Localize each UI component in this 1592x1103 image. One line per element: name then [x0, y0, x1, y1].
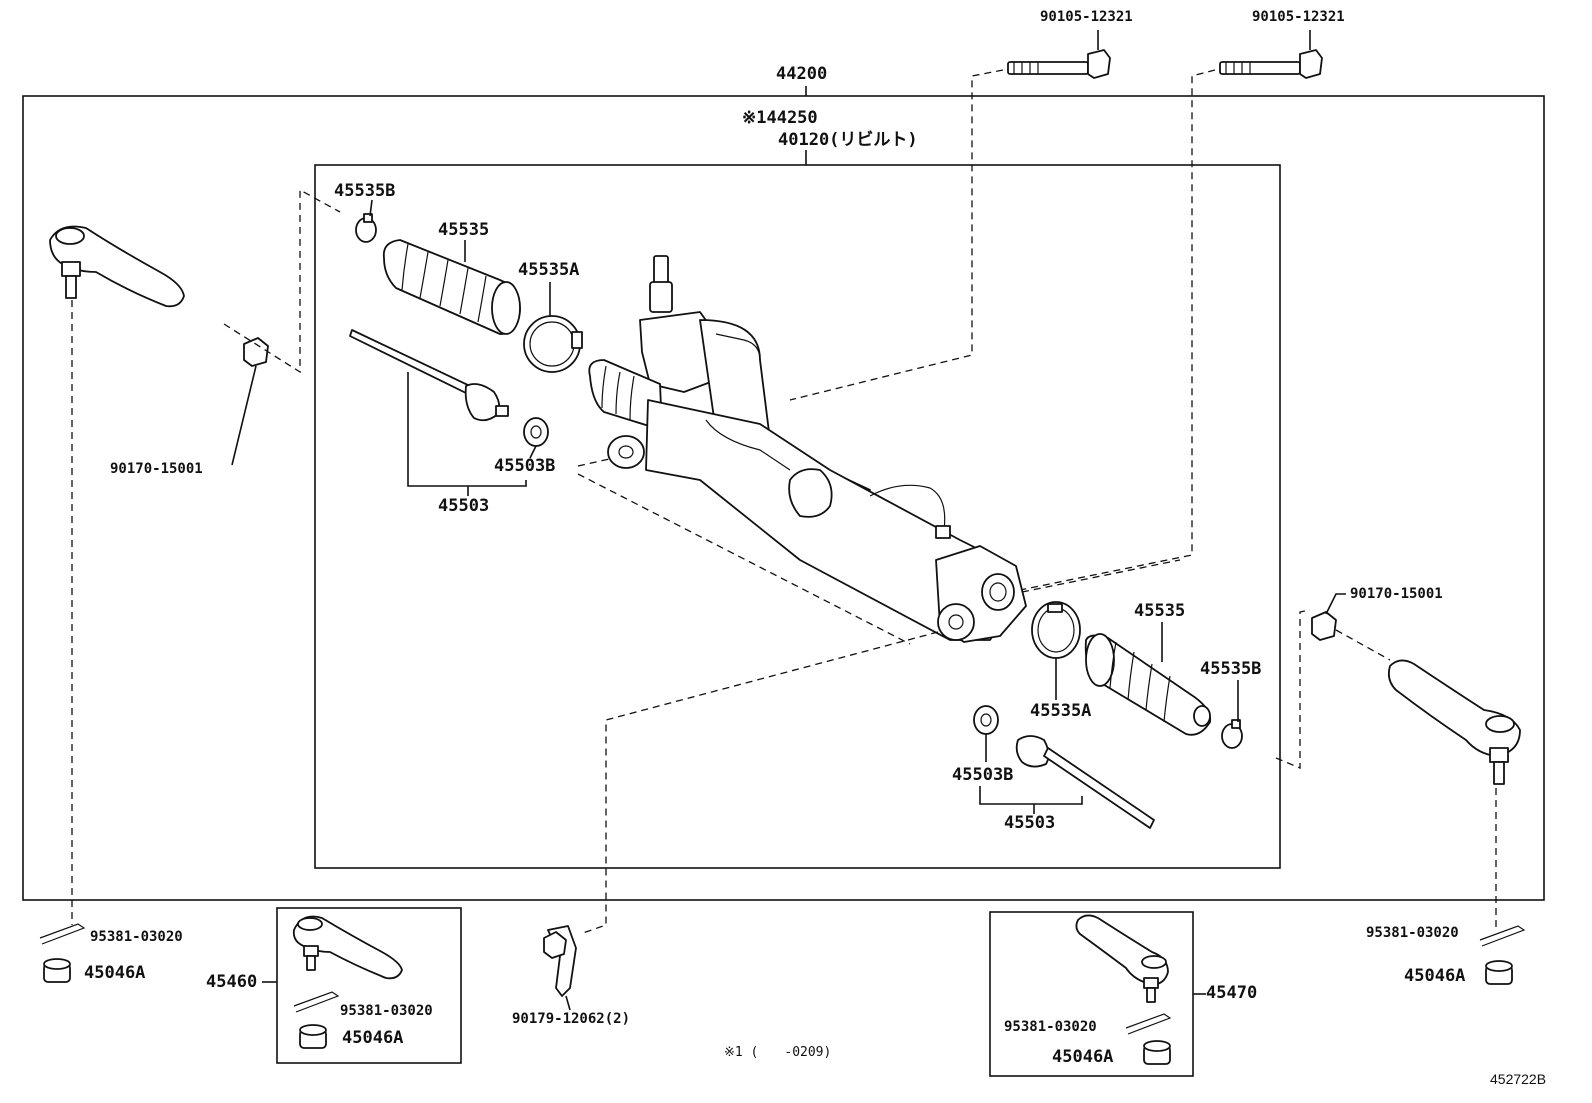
label-cap-bl: 45046A	[84, 963, 146, 983]
label-assy-sub1: ※144250	[742, 108, 818, 128]
label-cap-kit-right: 45046A	[1052, 1047, 1114, 1067]
label-clamp-small-br: 45535B	[1200, 659, 1262, 679]
dash-washer-tl	[577, 457, 615, 467]
dash-right-end2	[1335, 629, 1391, 661]
boot-br-icon	[1084, 633, 1212, 736]
inner-tie-rod-tl-icon	[349, 329, 509, 422]
cotter-pin-kit-right-icon	[1125, 1013, 1172, 1035]
label-tieend-left-kit: 45460	[206, 972, 258, 992]
clamp-small-tl-icon	[355, 213, 377, 243]
castle-cap-br-icon	[1485, 960, 1513, 985]
cotter-pin-kit-left-icon	[293, 991, 340, 1013]
clamp-tl-icon	[523, 315, 583, 373]
dash-rack-right	[1021, 559, 1181, 593]
label-tieend-right-kit: 45470	[1206, 983, 1258, 1003]
dash-bolt-right	[1019, 69, 1216, 591]
cotter-pin-bl-icon	[39, 923, 86, 945]
castle-cap-kit-left-icon	[299, 1024, 327, 1049]
dash-right-end	[1275, 609, 1311, 769]
label-boot-br: 45535	[1134, 601, 1186, 621]
leader-nut-right	[1325, 593, 1346, 615]
label-rod-tl: 45503	[438, 496, 490, 516]
label-pin-kit-right: 95381-03020	[1004, 1019, 1097, 1035]
label-nut-left: 90170-15001	[110, 461, 203, 477]
tie-rod-end-right-icon	[1387, 659, 1521, 785]
bracket-bolt-icon	[543, 925, 577, 997]
dash-left-end	[223, 188, 341, 374]
tie-rod-end-left-icon	[49, 225, 185, 308]
bolt-right-icon	[1219, 49, 1323, 79]
label-washer-br: 45503B	[952, 765, 1014, 785]
castle-cap-bl-icon	[43, 958, 71, 983]
label-pin-br: 95381-03020	[1366, 925, 1459, 941]
label-cap-kit-left: 45046A	[342, 1028, 404, 1048]
cotter-pin-br-icon	[1479, 925, 1526, 947]
washer-br-icon	[973, 705, 999, 735]
boot-tl-icon	[382, 239, 521, 335]
nut-left-icon	[243, 337, 269, 367]
label-boot-tl: 45535	[438, 220, 490, 240]
label-clamp-tl: 45535A	[518, 260, 580, 280]
bracket-rod-tl	[407, 372, 527, 487]
inner-frame	[314, 164, 1281, 869]
label-assy-sub2: 40120(リビルト)	[778, 130, 918, 150]
clamp-small-br-icon	[1221, 719, 1243, 749]
label-note: ※1 ( -0209)	[724, 1045, 832, 1060]
inner-tie-rod-br-icon	[1015, 735, 1155, 829]
nut-right-icon	[1311, 611, 1337, 641]
washer-tl-icon	[523, 417, 549, 447]
label-assy: 44200	[776, 64, 828, 84]
dash-rack-center	[577, 473, 911, 645]
label-washer-tl: 45503B	[494, 456, 556, 476]
tie-rod-end-kit-left-icon	[292, 915, 403, 980]
left-kit-frame	[276, 907, 462, 1064]
label-bracket: 90179-12062(2)	[512, 1011, 631, 1027]
leader-clamp-small-tl	[369, 199, 373, 217]
label-cap-br: 45046A	[1404, 966, 1466, 986]
tie-rod-end-kit-right-icon	[1075, 914, 1169, 1003]
steering-gear-icon	[588, 255, 1027, 643]
label-clamp-br: 45535A	[1030, 701, 1092, 721]
outer-frame	[22, 95, 1545, 901]
label-bolt-right: 90105-12321	[1252, 9, 1345, 25]
label-diagram-id: 452722B	[1490, 1071, 1547, 1087]
label-pin-kit-left: 95381-03020	[340, 1003, 433, 1019]
leader-bracket	[565, 995, 571, 1011]
dash-bolt-left	[789, 69, 1004, 401]
label-bolt-left: 90105-12321	[1040, 9, 1133, 25]
label-nut-right: 90170-15001	[1350, 586, 1443, 602]
leader-washer-tl	[529, 445, 537, 459]
clamp-br-icon	[1031, 601, 1081, 659]
label-rod-br: 45503	[1004, 813, 1056, 833]
label-pin-bl: 95381-03020	[90, 929, 183, 945]
leader-nut-left	[231, 365, 257, 466]
bolt-left-icon	[1007, 49, 1111, 79]
castle-cap-kit-right-icon	[1143, 1040, 1171, 1065]
label-clamp-small-tl: 45535B	[334, 181, 396, 201]
bracket-rod-br	[979, 786, 1083, 805]
dash-bracket	[579, 631, 939, 935]
